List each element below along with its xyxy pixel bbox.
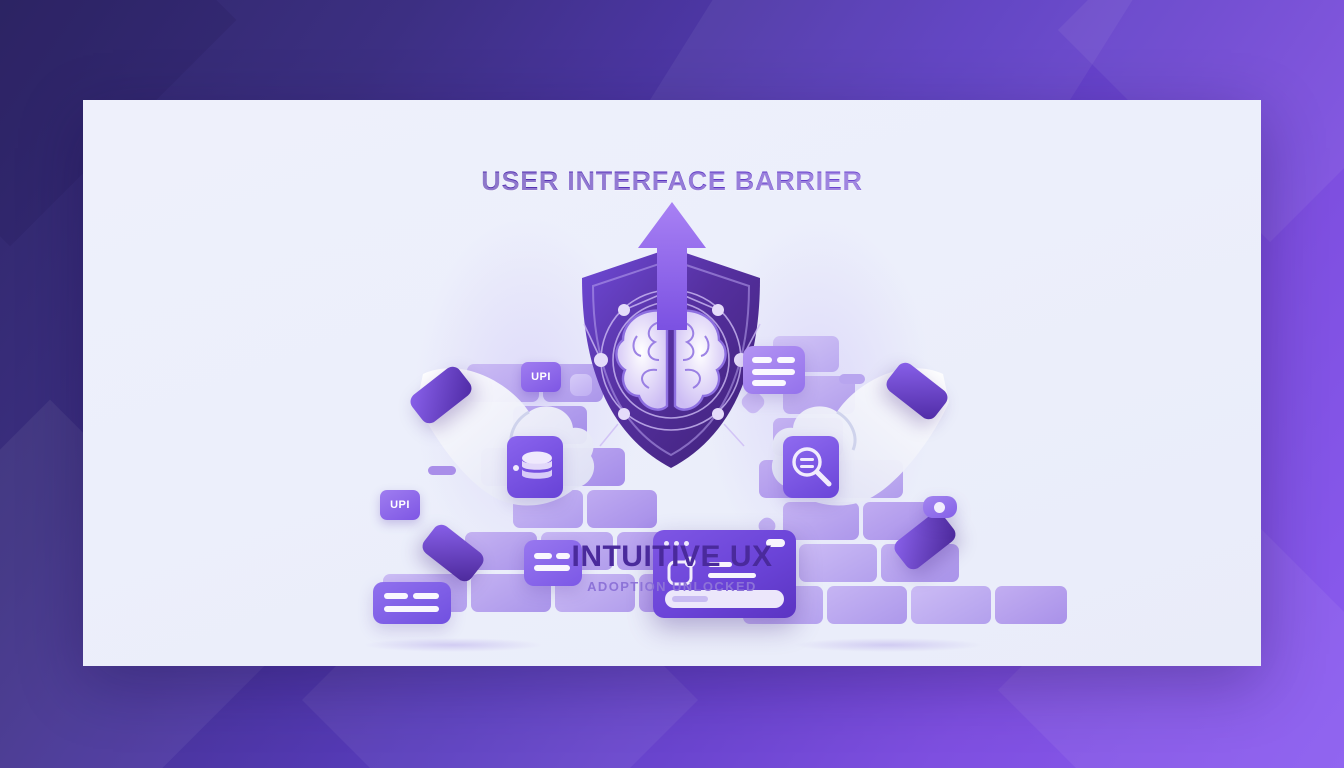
arrow-up-icon — [638, 202, 706, 330]
window-input-bar[interactable] — [665, 590, 784, 608]
info-card-bottom-left — [373, 582, 451, 624]
wall-brick — [799, 544, 877, 582]
footer-headline: INTUITIVE UX — [571, 540, 773, 573]
wall-brick — [783, 502, 859, 540]
footer-subline: ADOPTION UNLOCKED — [587, 579, 757, 594]
database-stack-icon — [513, 451, 552, 479]
wall-brick — [911, 586, 991, 624]
window-dot — [684, 541, 689, 546]
info-card-mid-left — [524, 540, 582, 586]
database-icon-card[interactable] — [507, 436, 563, 498]
window-tab-pill — [766, 539, 785, 547]
browser-window-card[interactable] — [653, 530, 796, 618]
info-card-top-right — [743, 346, 805, 394]
search-icon-card[interactable] — [783, 436, 839, 498]
window-dot — [674, 541, 679, 546]
page-title: USER INTERFACE BARRIER — [83, 166, 1261, 197]
hand-left-icon — [417, 368, 595, 506]
wall-brick — [827, 586, 907, 624]
magnifier-search-icon — [792, 447, 832, 487]
upi-badge: UPI — [521, 362, 561, 392]
upi-badge-label: UPI — [531, 371, 551, 383]
upi-badge: UPI — [380, 490, 420, 520]
shield-icon — [582, 248, 761, 468]
accent-chip — [428, 466, 456, 475]
ground-shadow-left — [363, 638, 543, 652]
wall-brick — [587, 490, 657, 528]
shield-group — [564, 202, 779, 494]
avatar-placeholder-icon — [667, 556, 696, 586]
content-card: USER INTERFACE BARRIER — [83, 100, 1261, 666]
window-dot — [664, 541, 669, 546]
toggle-switch-icon[interactable] — [923, 496, 957, 518]
illustration: UPI UPI — [83, 196, 1261, 652]
footer-block: INTUITIVE UX ADOPTION UNLOCKED — [83, 540, 1261, 594]
ground-shadow-right — [793, 638, 983, 652]
upi-badge-label: UPI — [390, 499, 410, 511]
accent-chip — [839, 374, 865, 384]
accent-chip — [570, 374, 592, 396]
wall-brick — [995, 586, 1067, 624]
